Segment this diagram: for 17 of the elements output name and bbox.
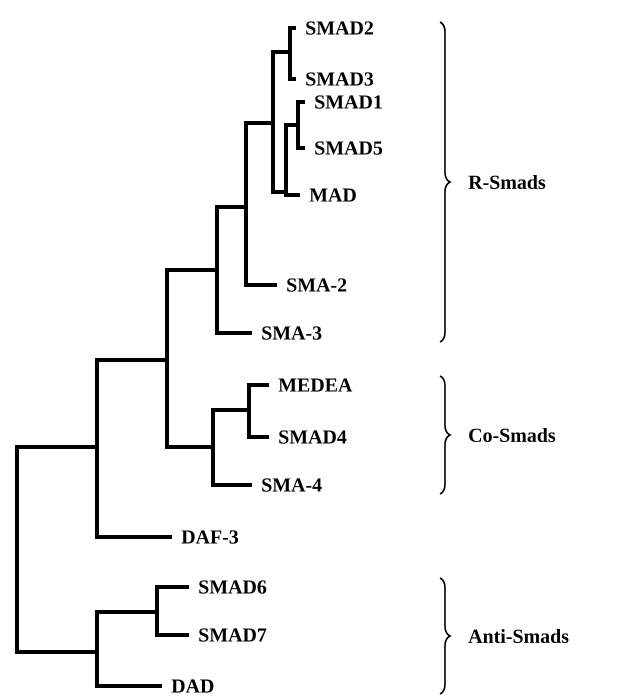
leaf-label: SMAD1 xyxy=(315,95,382,109)
leaf-label: SMAD3 xyxy=(306,72,374,86)
group-label: Anti-Smads xyxy=(468,629,568,643)
group-label: Co-Smads xyxy=(469,428,556,442)
leaf-label: SMAD4 xyxy=(279,430,346,444)
leaf-label: SMAD7 xyxy=(199,628,266,642)
leaf-label: DAD xyxy=(172,679,214,693)
leaf-label: DAF-3 xyxy=(182,530,238,544)
leaf-label: SMAD2 xyxy=(306,21,373,35)
leaf-label: SMA-3 xyxy=(262,326,322,340)
leaf-label: MEDEA xyxy=(278,378,352,392)
leaf-label: MAD xyxy=(310,188,356,202)
group-label: R-Smads xyxy=(468,175,546,189)
leaf-label: SMAD6 xyxy=(199,580,266,594)
leaf-label: SMA-4 xyxy=(262,478,322,492)
leaf-label: SMA-2 xyxy=(287,278,346,292)
leaf-label: SMAD5 xyxy=(315,141,382,155)
